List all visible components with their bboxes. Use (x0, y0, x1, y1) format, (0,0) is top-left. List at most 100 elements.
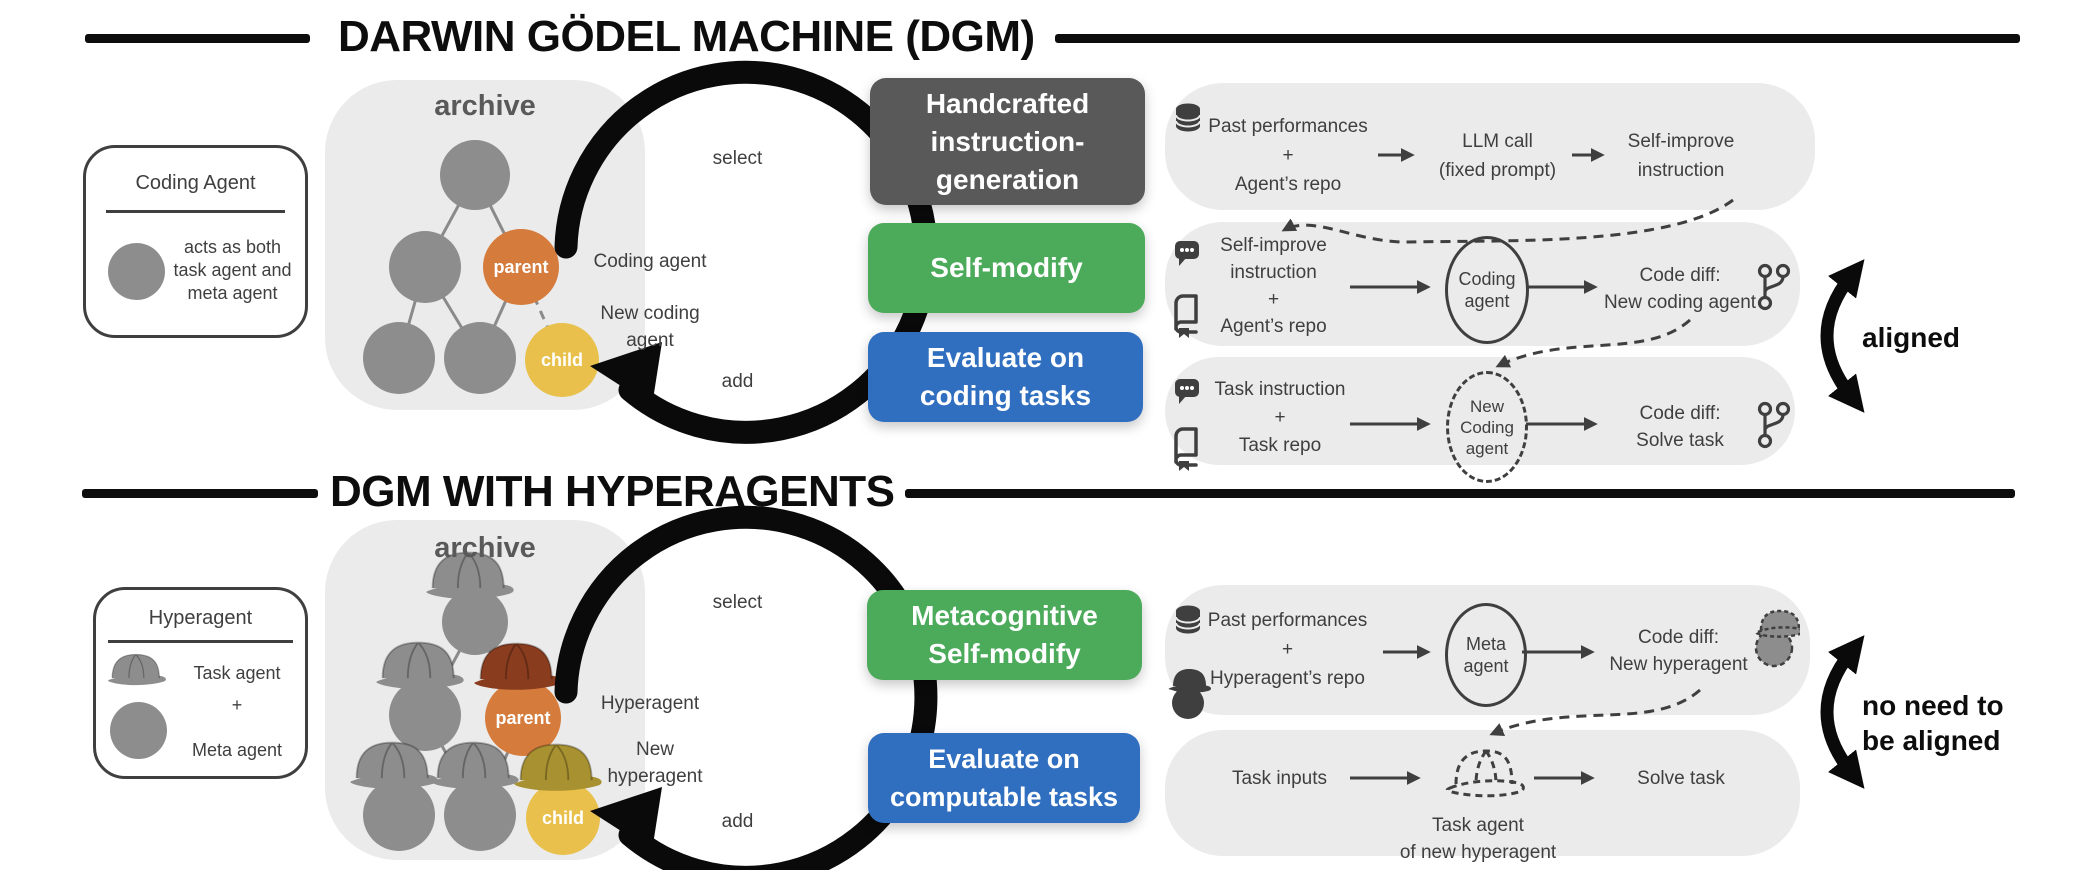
add-arrowhead (590, 787, 662, 851)
plus-sign: + (1282, 145, 1294, 166)
child-annotation: New coding (600, 303, 700, 324)
child-label: child (540, 349, 583, 370)
parent-node: parent (483, 229, 559, 305)
legend-plus: + (231, 695, 243, 715)
legend-divider (108, 640, 293, 643)
flow-output: Solve task (1637, 768, 1725, 789)
child-node: child (525, 323, 599, 397)
step-label: instruction- (930, 125, 1085, 157)
hyperagent-node (389, 679, 461, 751)
agent-node (389, 231, 461, 303)
flow-row-evaluate-computable (1165, 730, 1800, 856)
step-label: Metacognitive (911, 600, 1098, 631)
agent-circle-icon (108, 243, 165, 300)
child-annotation: agent (626, 330, 674, 351)
step-evaluate-coding-tasks: Evaluate on coding tasks (868, 332, 1143, 422)
child-annotation: hyperagent (607, 766, 703, 787)
step-evaluate-computable-tasks: Evaluate on computable tasks (868, 733, 1140, 823)
hyperagent-node (442, 589, 508, 655)
add-arrowhead (590, 342, 662, 406)
flow-step: LLM call (1462, 131, 1533, 152)
hyperagent-node (363, 779, 435, 851)
section-title-hyper: DGM WITH HYPERAGENTS (330, 467, 895, 516)
archive-label: archive (434, 90, 536, 122)
legend-divider (106, 210, 285, 213)
flow-input: instruction (1230, 262, 1317, 283)
node-label: agent (1463, 656, 1509, 676)
coding-agent-node: Coding agent (1445, 236, 1529, 344)
flow-input: Past performances (1208, 116, 1368, 137)
repo-book-icon (1174, 294, 1198, 338)
flow-caption: Task agent (1432, 815, 1524, 836)
legend-title: Hyperagent (148, 607, 253, 629)
hyperagent-node (444, 779, 516, 851)
plus-sign: + (1267, 289, 1280, 310)
not-aligned-note: be aligned (1862, 725, 2001, 756)
task-agent-cap-icon (106, 650, 168, 690)
git-branch-icon (1757, 263, 1791, 311)
dashed-task-agent-cap-icon (1445, 749, 1525, 798)
title-rule-right (905, 489, 2015, 498)
git-branch-icon (1757, 401, 1791, 449)
chat-bubble-icon (1175, 241, 1199, 266)
meta-agent-node: Meta agent (1445, 603, 1527, 707)
step-label: generation (935, 163, 1080, 195)
step-label: Evaluate on (926, 342, 1085, 373)
agent-node (363, 322, 435, 394)
flow-output: New coding agent (1603, 292, 1757, 313)
node-label: Meta (1465, 634, 1507, 654)
agent-node (444, 322, 516, 394)
parent-annotation: Hyperagent (600, 693, 700, 714)
flow-output: Solve task (1636, 430, 1724, 451)
flow-output: Code diff: (1638, 627, 1719, 648)
flow-input: Agent’s repo (1234, 174, 1342, 195)
flow-input: Agent’s repo (1220, 316, 1327, 337)
legend-desc: acts as both (183, 237, 282, 257)
flow-row-instruction-generation (1165, 83, 1815, 210)
parent-label: parent (495, 707, 551, 728)
title-rule-left (85, 34, 310, 43)
agent-circle-icon (110, 702, 167, 759)
agent-node (440, 140, 510, 210)
flow-input: Self-improve (1220, 235, 1327, 256)
archive-label: archive (434, 532, 536, 564)
legend-meta-agent: Meta agent (191, 740, 283, 760)
node-label: agent (1465, 438, 1509, 458)
parent-hyperagent-node: parent (485, 680, 561, 756)
hyperagent-repo-icon (1168, 669, 1211, 719)
database-icon (1175, 103, 1201, 132)
node-label: agent (1464, 291, 1510, 311)
aligned-note: aligned (1862, 322, 1961, 353)
legend-desc: meta agent (187, 283, 278, 303)
aligned-double-arrows (1820, 259, 1865, 789)
select-label: select (712, 148, 763, 169)
aligned-arrow (1820, 259, 1865, 413)
flow-output: New hyperagent (1609, 654, 1748, 675)
parent-label: parent (493, 256, 549, 277)
title-rule-left (82, 489, 318, 498)
flow-step: (fixed prompt) (1438, 160, 1557, 181)
legend-title: Coding Agent (135, 172, 256, 194)
parent-annotation: Coding agent (593, 251, 707, 272)
flow-output: Code diff: (1639, 403, 1721, 424)
legend-task-agent: Task agent (193, 663, 281, 683)
flow-output: instruction (1637, 160, 1725, 181)
legend-hyperagent: Hyperagent Task agent + Meta agent (93, 587, 308, 779)
flow-arrows (1350, 148, 1605, 785)
plus-sign: + (1274, 407, 1286, 428)
flow-input: Hyperagent’s repo (1210, 668, 1365, 689)
step-label: Evaluate on (928, 744, 1080, 774)
repo-book-icon (1174, 427, 1198, 471)
step-label: Self-modify (930, 252, 1083, 283)
new-coding-agent-node: New Coding agent (1446, 371, 1528, 483)
legend-desc: task agent and (173, 260, 292, 280)
flow-output: Code diff: (1639, 265, 1721, 286)
plus-sign: + (1281, 639, 1294, 660)
node-label: New (1469, 396, 1504, 416)
child-annotation: New (635, 739, 674, 760)
node-label: Coding (1460, 417, 1514, 437)
step-self-modify: Self-modify (868, 223, 1145, 313)
chat-bubble-icon (1175, 379, 1199, 404)
child-hyperagent-node: child (526, 781, 600, 855)
flow-caption: of new hyperagent (1399, 842, 1557, 863)
